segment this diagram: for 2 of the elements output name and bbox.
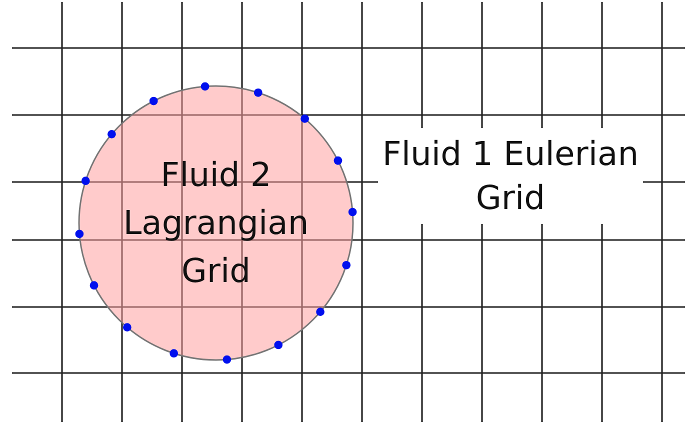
region-label: Fluid 2 Lagrangian Grid	[122, 154, 310, 292]
grid-label: Fluid 1 Eulerian Grid	[378, 128, 643, 224]
